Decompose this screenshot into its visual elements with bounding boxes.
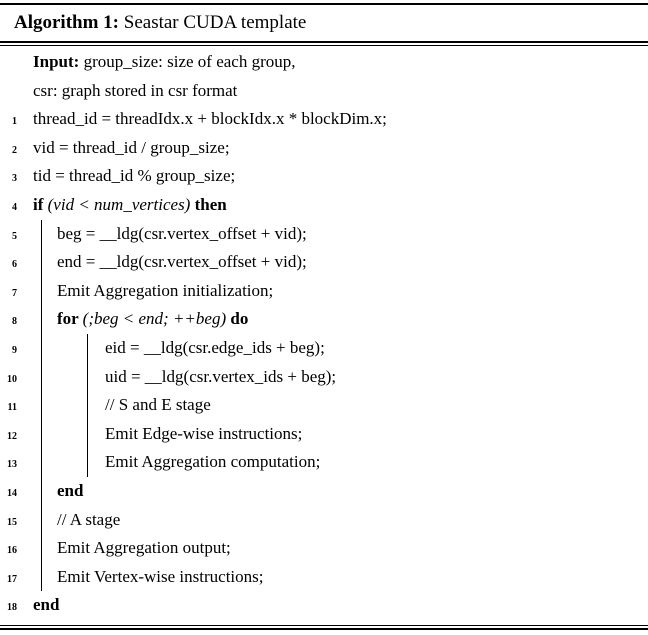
line-number: 9 <box>12 344 17 356</box>
line-text-segment: Emit Edge-wise instructions; <box>105 423 303 443</box>
line-number: 7 <box>12 287 17 299</box>
code-line: 4 if (vid < num_vertices) then <box>0 191 648 220</box>
line-text-segment: tid = thread_id % group_size; <box>33 166 236 186</box>
line-text: // A stage <box>57 506 120 535</box>
line-text: Emit Edge-wise instructions; <box>105 420 302 449</box>
line-number: 6 <box>12 259 17 271</box>
line-text: beg = __ldg(csr.vertex_offset + vid); <box>57 220 307 249</box>
line-text: Emit Aggregation output; <box>57 534 231 563</box>
line-text-segment: do <box>230 309 249 329</box>
code-line: 17 Emit Vertex-wise instructions; <box>0 563 648 592</box>
caption-rule-thin <box>0 45 648 46</box>
bottom-rule-thick <box>0 628 648 630</box>
line-text: Input: group_size: size of each group, <box>33 48 296 77</box>
line-text-segment: Input: <box>33 52 84 71</box>
code-line: 14 end <box>0 477 648 506</box>
line-text-segment: csr: graph stored in csr format <box>33 80 238 100</box>
line-number: 3 <box>12 173 17 185</box>
line-number: 18 <box>7 602 17 614</box>
line-text-segment: // S and E stage <box>105 395 211 415</box>
input-line: Input: group_size: size of each group, <box>0 48 648 77</box>
code-line: 1 thread_id = threadIdx.x + blockIdx.x * … <box>0 105 648 134</box>
code-line: 15 // A stage <box>0 506 648 535</box>
line-text-segment: group_size: size of each group, <box>83 52 296 71</box>
line-text-segment: (vid < num_vertices) <box>47 194 195 214</box>
caption-rule-thick <box>0 41 648 43</box>
line-number: 10 <box>7 373 17 385</box>
line-text-segment: (;beg < end; ++beg) <box>82 309 231 329</box>
line-text-segment: vid = thread_id / group_size; <box>33 137 230 157</box>
code-line: 10 uid = __ldg(csr.vertex_ids + beg); <box>0 363 648 392</box>
line-number: 15 <box>7 516 17 528</box>
code-line: 2 vid = thread_id / group_size; <box>0 134 648 163</box>
input-line: csr: graph stored in csr format <box>0 77 648 106</box>
line-number: 8 <box>12 316 17 328</box>
top-rule <box>0 3 648 5</box>
code-line: 3 tid = thread_id % group_size; <box>0 162 648 191</box>
line-text-segment: thread_id = threadIdx.x + blockIdx.x * b… <box>33 109 387 129</box>
code-line: 13 Emit Aggregation computation; <box>0 448 648 477</box>
line-text-segment: Emit Aggregation computation; <box>105 452 321 472</box>
caption-label: Algorithm 1: <box>14 12 120 33</box>
line-text-segment: if <box>33 194 48 214</box>
code-line: 8 for (;beg < end; ++beg) do <box>0 305 648 334</box>
line-text: if (vid < num_vertices) then <box>33 191 227 220</box>
line-number: 17 <box>7 573 17 585</box>
line-text: vid = thread_id / group_size; <box>33 134 230 163</box>
line-text-segment: Emit Aggregation output; <box>57 538 231 558</box>
line-text: tid = thread_id % group_size; <box>33 162 235 191</box>
line-number: 12 <box>7 430 17 442</box>
line-number: 13 <box>7 459 17 471</box>
line-number: 16 <box>7 545 17 557</box>
line-text-segment: then <box>194 194 227 214</box>
line-text-segment: uid = __ldg(csr.vertex_ids + beg); <box>105 366 337 386</box>
code-line: 18 end <box>0 591 648 620</box>
caption-title: Seastar CUDA template <box>119 12 307 33</box>
line-text-segment: end <box>57 480 84 500</box>
algorithm-caption: Algorithm 1: Seastar CUDA template <box>14 7 642 39</box>
line-text: Emit Vertex-wise instructions; <box>57 563 264 592</box>
line-text: eid = __ldg(csr.edge_ids + beg); <box>105 334 325 363</box>
code-line: 9 eid = __ldg(csr.edge_ids + beg); <box>0 334 648 363</box>
for-block-scope-line <box>87 334 88 477</box>
line-text-segment: Emit Aggregation initialization; <box>57 280 274 300</box>
line-number: 4 <box>12 201 17 213</box>
code-line: 5 beg = __ldg(csr.vertex_offset + vid); <box>0 220 648 249</box>
line-number: 5 <box>12 230 17 242</box>
line-text: uid = __ldg(csr.vertex_ids + beg); <box>105 363 336 392</box>
algorithm-body: Input: group_size: size of each group, cs… <box>0 48 648 620</box>
line-text: end = __ldg(csr.vertex_offset + vid); <box>57 248 307 277</box>
line-text: // S and E stage <box>105 391 211 420</box>
line-text: thread_id = threadIdx.x + blockIdx.x * b… <box>33 105 387 134</box>
code-line: 6 end = __ldg(csr.vertex_offset + vid); <box>0 248 648 277</box>
line-text: Emit Aggregation initialization; <box>57 277 273 306</box>
line-text: csr: graph stored in csr format <box>33 77 237 106</box>
code-line: 11 // S and E stage <box>0 391 648 420</box>
line-text-segment: for <box>57 309 83 329</box>
code-line: 12 Emit Edge-wise instructions; <box>0 420 648 449</box>
line-text: Emit Aggregation computation; <box>105 448 320 477</box>
line-text-segment: Emit Vertex-wise instructions; <box>57 566 264 586</box>
line-number: 2 <box>12 144 17 156</box>
line-text: end <box>57 477 83 506</box>
code-line: 16 Emit Aggregation output; <box>0 534 648 563</box>
line-text-segment: eid = __ldg(csr.edge_ids + beg); <box>105 337 325 357</box>
line-text-segment: // A stage <box>57 509 121 529</box>
line-number: 1 <box>12 116 17 128</box>
line-text-segment: beg = __ldg(csr.vertex_offset + vid); <box>57 223 307 243</box>
line-text: end <box>33 591 59 620</box>
line-number: 14 <box>7 487 17 499</box>
code-line: 7 Emit Aggregation initialization; <box>0 277 648 306</box>
line-text: for (;beg < end; ++beg) do <box>57 305 248 334</box>
line-text-segment: end <box>33 595 60 615</box>
line-number: 11 <box>7 402 17 414</box>
if-block-scope-line <box>41 219 42 592</box>
line-text-segment: end = __ldg(csr.vertex_offset + vid); <box>57 252 307 272</box>
bottom-rule-thin <box>0 625 648 626</box>
